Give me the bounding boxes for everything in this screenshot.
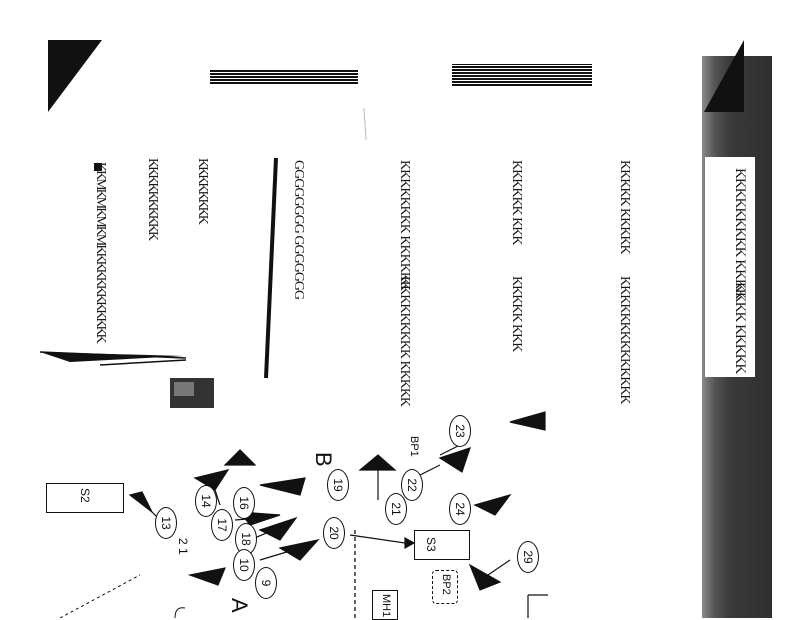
callout-13: 13 [155,507,177,539]
callout-21: 21 [385,493,407,525]
box-s2-label: S2 [78,488,92,503]
note-bullet [94,163,102,171]
callout-20: 20 [323,517,345,549]
section-letter-a: A [227,598,252,613]
corner-triangle-top-left [48,40,102,112]
bp1-label: BP1 [408,436,420,457]
box-s3 [414,530,470,560]
bp2-label: BP2 [440,574,452,595]
box-mh1-label: MH1 [380,594,392,618]
right-white-label-panel [705,157,755,377]
small-numbers: 2 1 [176,538,190,555]
callout-16: 16 [233,487,255,519]
callout-29: 29 [517,541,539,573]
callout-22: 22 [401,469,423,501]
bp2-box [432,570,458,604]
callout-10: 10 [233,549,255,581]
callout-9: 9 [255,567,277,599]
header-redaction-1 [210,70,358,84]
section-letter-b: B [311,452,336,467]
callout-17: 17 [211,509,233,541]
callout-23: 23 [449,415,471,447]
box-s3-label: S3 [424,537,438,552]
callout-19: 19 [327,469,349,501]
scan-triangle-top-right [704,40,744,112]
box-s2 [46,483,124,513]
header-redaction-2 [452,64,592,86]
callout-24: 24 [449,493,471,525]
